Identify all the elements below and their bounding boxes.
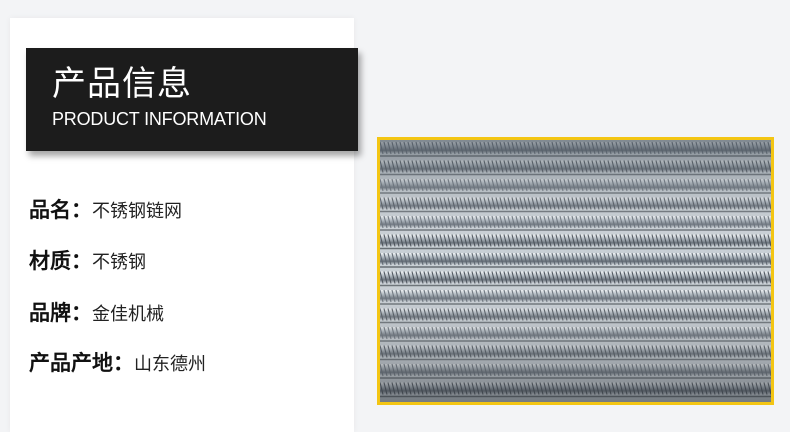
brand-label: 品牌： bbox=[29, 301, 92, 325]
origin-value: 山东德州 bbox=[134, 354, 206, 375]
origin-row: 产品产地：山东德州 bbox=[29, 350, 206, 378]
material-label: 材质： bbox=[29, 249, 92, 273]
material-value: 不锈钢 bbox=[92, 252, 146, 273]
mesh-illustration bbox=[380, 140, 771, 402]
product-info-header: 产品信息 PRODUCT INFORMATION bbox=[26, 48, 358, 151]
material-row: 材质：不锈钢 bbox=[29, 248, 146, 276]
stainless-steel-chain-mesh-image bbox=[380, 140, 771, 402]
brand-row: 品牌：金佳机械 bbox=[29, 300, 164, 328]
header-subtitle: PRODUCT INFORMATION bbox=[52, 109, 267, 129]
product-photo-frame bbox=[377, 137, 774, 405]
product-name-row: 品名：不锈钢链网 bbox=[29, 197, 182, 225]
origin-label: 产品产地： bbox=[29, 351, 134, 375]
product-name-label: 品名： bbox=[29, 198, 92, 222]
product-name-value: 不锈钢链网 bbox=[92, 201, 182, 222]
header-title: 产品信息 bbox=[52, 64, 192, 104]
brand-value: 金佳机械 bbox=[92, 304, 164, 325]
